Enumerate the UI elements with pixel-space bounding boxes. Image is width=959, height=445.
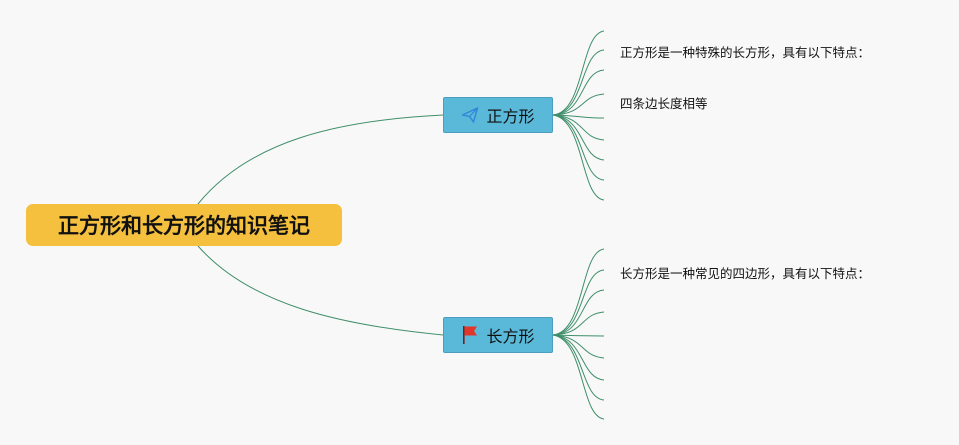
branch-topic-rectangle-label: 长方形 (486, 327, 535, 346)
paper-plane-icon (461, 106, 479, 124)
note-square-intro[interactable]: 正方形是一种特殊的长方形，具有以下特点： (620, 45, 871, 60)
note-rectangle-intro[interactable]: 长方形是一种常见的四边形，具有以下特点： (620, 266, 871, 281)
connector-fan-square (552, 30, 605, 201)
connector-root-rectangle (197, 245, 444, 336)
branch-topic-rectangle[interactable]: 长方形 (443, 317, 553, 353)
branch-topic-square-label: 正方形 (486, 107, 535, 126)
connector-root-square (197, 114, 444, 205)
branch-topic-square[interactable]: 正方形 (443, 97, 553, 133)
connector-fan-rectangle (552, 248, 605, 420)
red-flag-icon (461, 326, 479, 344)
note-square-equal-sides[interactable]: 四条边长度相等 (620, 96, 708, 111)
root-topic[interactable]: 正方形和长方形的知识笔记 (26, 204, 342, 246)
root-topic-label: 正方形和长方形的知识笔记 (58, 214, 310, 238)
